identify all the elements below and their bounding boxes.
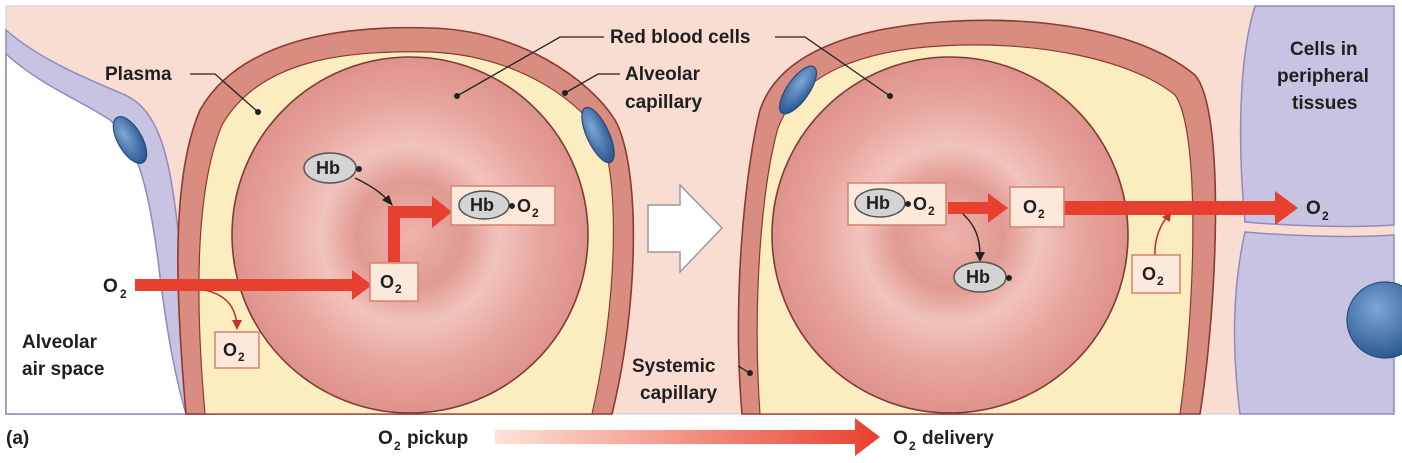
o2-label-delivery: O 2 — [1306, 198, 1329, 223]
o2-sub: 2 — [532, 206, 539, 220]
o2-base: O — [913, 194, 927, 214]
peripheral-cell-nucleus — [1346, 281, 1402, 359]
o2-label-entry: O 2 — [103, 276, 127, 301]
svg-text:2: 2 — [1322, 209, 1329, 223]
svg-text:O: O — [103, 276, 118, 297]
svg-text:2: 2 — [120, 287, 127, 301]
svg-text:delivery: delivery — [922, 428, 994, 449]
red-blood-cell-left — [231, 56, 589, 414]
o2-box-plasma-left: O 2 — [214, 331, 260, 369]
hb-o2-box-left: Hb O 2 — [450, 185, 556, 226]
hb-label: Hb — [866, 193, 890, 213]
alveolar-air-space — [5, 52, 188, 415]
o2-base: O — [1142, 264, 1156, 284]
o2-box-rbc-left: O 2 — [369, 262, 419, 302]
o2-plasma-release-arrowhead — [1162, 212, 1171, 222]
hb-arrowhead-right — [975, 252, 985, 262]
svg-text:O: O — [1306, 198, 1321, 219]
o2-base: O — [223, 340, 237, 360]
svg-text:2: 2 — [909, 439, 916, 453]
o2-pickup-label: O 2 pickup — [378, 428, 468, 453]
o2-sub: 2 — [928, 204, 935, 218]
o2-base: O — [380, 272, 394, 292]
alveolar-cell-nucleus — [112, 116, 148, 164]
hb-label: Hb — [316, 158, 340, 178]
pickup-to-delivery-arrow — [495, 418, 880, 456]
svg-text:O: O — [893, 428, 908, 449]
peripheral-cells-label-line3: tissues — [1292, 93, 1357, 114]
o2-base: O — [517, 196, 531, 216]
systemic-capillary-label-line1: Systemic — [632, 356, 716, 377]
systemic-capillary-label-line2: capillary — [640, 383, 718, 404]
peripheral-cell-upper — [1239, 5, 1395, 228]
alveolar-air-space-label-line2: air space — [22, 359, 104, 380]
alveolar-capillary-label-line2: capillary — [625, 92, 703, 113]
peripheral-cells-label-line2: peripheral — [1277, 66, 1369, 87]
red-blood-cell-right — [771, 56, 1129, 414]
svg-text:O: O — [378, 428, 393, 449]
plasma-label: Plasma — [105, 64, 172, 85]
o2-sub: 2 — [1038, 207, 1045, 221]
hb-o2-box-right: Hb O 2 — [847, 182, 947, 226]
transition-arrow — [647, 183, 724, 274]
systemic-endothelial-nucleus — [778, 65, 818, 115]
o2-delivery-arrow — [1064, 191, 1298, 225]
o2-sub: 2 — [1157, 274, 1164, 288]
hb-arrow-right — [962, 213, 981, 256]
o2-delivery-label: O 2 delivery — [893, 428, 994, 453]
peripheral-cells-label-line1: Cells in — [1290, 39, 1358, 60]
alveolar-air-space-label-line1: Alveolar — [22, 332, 98, 353]
peripheral-cell-lower — [1233, 231, 1395, 415]
o2-sub: 2 — [395, 282, 402, 296]
o2-entry-arrow — [135, 270, 372, 300]
hb-label: Hb — [966, 267, 990, 287]
o2-box-rbc-right: O 2 — [1009, 186, 1065, 228]
hb-arrowhead-left — [382, 195, 393, 206]
panel-label: (a) — [6, 428, 29, 449]
red-blood-cells-label: Red blood cells — [610, 27, 750, 48]
o2-release-arrow — [948, 193, 1008, 223]
o2-base: O — [1023, 197, 1037, 217]
hb-label: Hb — [470, 195, 494, 215]
capillary-endothelial-nucleus — [581, 106, 615, 164]
o2-sub: 2 — [238, 350, 245, 364]
hb-free-left: Hb — [303, 152, 362, 184]
o2-box-plasma-right: O 2 — [1131, 254, 1181, 294]
o2-binding-arrow — [388, 196, 452, 262]
hb-free-right: Hb — [953, 261, 1012, 293]
o2-plasma-arrowhead — [232, 320, 242, 330]
alveolar-capillary-label-line1: Alveolar — [625, 64, 701, 85]
svg-text:2: 2 — [394, 439, 401, 453]
svg-text:pickup: pickup — [407, 428, 468, 449]
